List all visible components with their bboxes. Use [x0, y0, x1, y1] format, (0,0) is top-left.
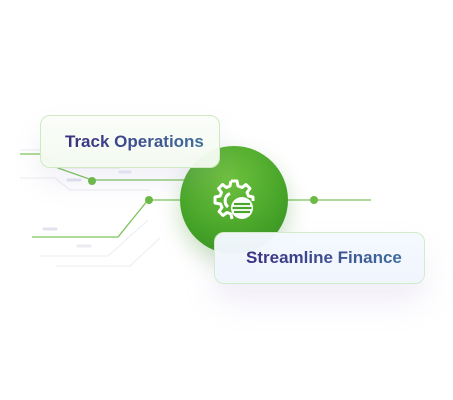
track-operations-label: Track Operations — [65, 131, 204, 151]
streamline-finance-label: Streamline Finance — [246, 248, 402, 267]
connector-track — [20, 153, 184, 181]
track-operations-card: Track Operations — [40, 115, 220, 168]
background-dashes — [42, 170, 132, 248]
green-connectors — [20, 153, 371, 238]
node-dot — [88, 177, 96, 185]
streamline-finance-card: Streamline Finance — [214, 232, 425, 284]
connector-upper-left — [32, 199, 184, 238]
node-dot — [145, 196, 153, 204]
node-dot — [310, 196, 318, 204]
gear-coins-icon — [213, 179, 255, 220]
